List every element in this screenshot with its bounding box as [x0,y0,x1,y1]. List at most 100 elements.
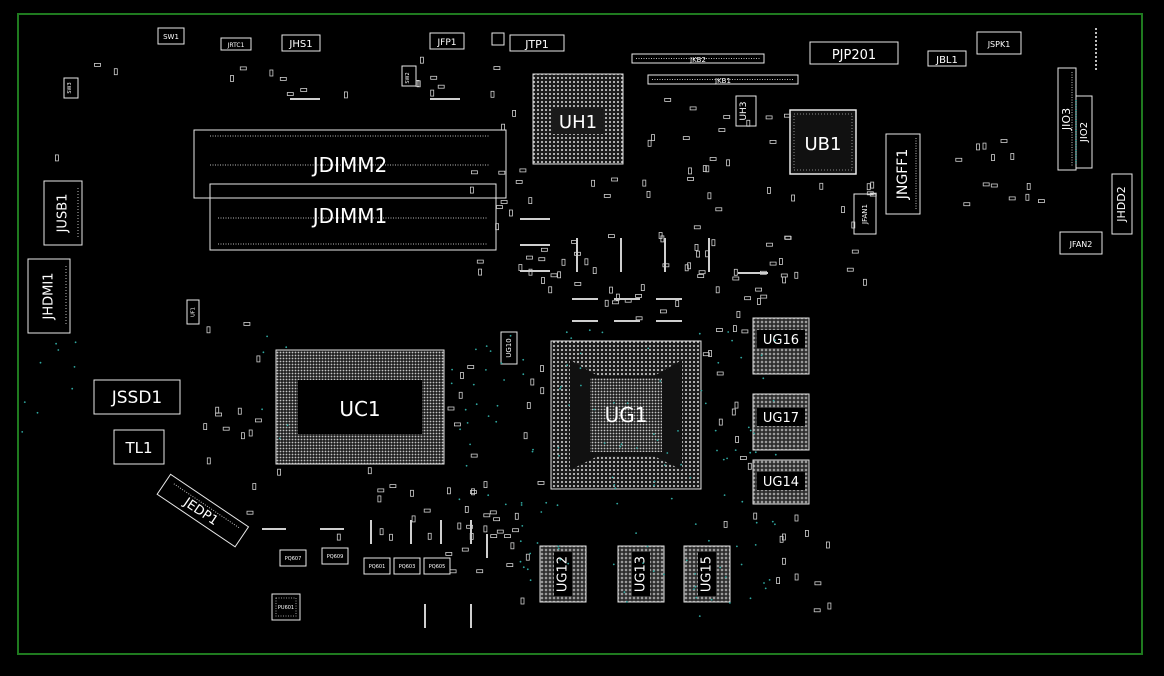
passive-part [647,139,652,147]
passive-part [519,168,527,173]
test-point [689,476,692,479]
test-point [36,411,39,414]
component-jkb2[interactable]: JKB2 [631,53,765,64]
component-ug16[interactable]: UG16 [752,317,810,375]
passive-part [664,98,672,102]
test-point [611,476,614,479]
component-jdimm1[interactable]: JDIMM1 [209,183,497,251]
passive-part [286,92,294,96]
passive-part [461,547,469,552]
component-jrtc1[interactable]: JRTC1 [220,37,252,51]
passive-part [990,183,998,188]
component-pjp201[interactable]: PJP201 [809,41,899,65]
component-jdimm2[interactable]: JDIMM2 [193,129,507,199]
test-point [593,408,596,411]
component-uh3[interactable]: UH3 [735,95,757,127]
test-point [646,545,649,548]
test-point [694,585,697,588]
component-small-connector[interactable] [491,32,505,46]
component-ug1[interactable]: UG1 [550,340,702,490]
ref-jspk1: JSPK1 [987,40,1011,49]
component-pq601[interactable]: PQ601 [363,557,391,575]
passive-bar [614,320,640,322]
passive-part [256,355,261,363]
component-jssd1[interactable]: JSSD1 [93,379,181,415]
passive-part [723,521,728,528]
component-jio3[interactable]: JIO3 [1057,67,1077,171]
passive-part [269,69,274,77]
passive-part [697,274,705,279]
passive-part [557,271,561,279]
ref-jhdd2: JHDD2 [1115,186,1128,222]
component-jngff1[interactable]: JNGFF1 [885,133,921,215]
component-jhs1[interactable]: JHS1 [281,34,321,52]
component-jhdd2[interactable]: JHDD2 [1111,173,1133,235]
component-jfan2[interactable]: JFAN2 [1059,231,1103,255]
passive-part [1026,182,1031,190]
component-jtp1[interactable]: JTP1 [509,34,565,52]
passive-part [731,408,736,416]
test-point [613,484,616,486]
ref-pu601: PU601 [278,605,294,611]
test-point [520,504,523,506]
component-pq603[interactable]: PQ603 [393,557,421,575]
test-point [731,339,733,342]
component-sw2[interactable]: SW2 [401,65,417,87]
test-point [722,458,725,461]
component-jkb1[interactable]: JKB1 [647,74,799,85]
component-jspk1[interactable]: JSPK1 [976,31,1022,55]
passive-part [449,569,457,574]
component-ug12[interactable]: UG12 [539,545,587,603]
component-uc1[interactable]: UC1 [275,349,445,465]
passive-part [766,242,773,247]
component-pu601[interactable]: PU601 [271,593,301,621]
component-ug13[interactable]: UG13 [617,545,665,603]
component-ug17[interactable]: UG17 [752,393,810,451]
passive-bar [576,238,578,272]
component-jfan1[interactable]: JFAN1 [853,193,877,235]
passive-part [445,552,453,556]
passive-part [526,255,533,260]
passive-part [377,488,385,493]
component-jusb1[interactable]: JUSB1 [43,180,83,246]
passive-part [203,423,208,431]
component-ub1[interactable]: UB1 [789,109,857,175]
test-point [729,602,731,604]
passive-part [526,402,531,409]
passive-part [767,186,771,194]
passive-part [982,142,987,150]
component-jedp1[interactable]: JEDP1 [156,473,250,548]
component-jfp1[interactable]: JFP1 [429,32,465,50]
component-ug15[interactable]: UG15 [683,545,731,603]
component-pq607[interactable]: PQ607 [279,549,307,567]
passive-part [493,517,501,522]
component-pq609[interactable]: PQ609 [321,547,349,565]
component-tl1[interactable]: TL1 [113,429,165,465]
test-point [663,573,665,576]
component-uh1[interactable]: UH1 [532,73,624,165]
passive-part [453,422,461,427]
test-point [613,401,615,404]
test-point [763,582,765,584]
test-point [772,399,775,402]
test-point [656,439,659,441]
passive-part [682,136,690,141]
component-ug10[interactable]: UG10 [500,331,518,365]
passive-part [863,278,867,286]
component-uf1[interactable]: UF1 [186,299,200,325]
component-jbl1[interactable]: JBL1 [927,50,967,67]
component-sw3[interactable]: SW3 [63,77,79,99]
component-ug14[interactable]: UG14 [752,459,810,505]
passive-bar [262,528,286,530]
test-point [626,402,629,405]
passive-part [612,300,619,305]
component-jio2[interactable]: JIO2 [1075,95,1093,169]
passive-part [410,489,414,497]
test-point [666,452,669,454]
passive-part [736,311,741,318]
component-jhdmi1[interactable]: JHDMI1 [27,258,71,334]
component-pq605[interactable]: PQ605 [423,557,451,575]
component-sw1[interactable]: SW1 [157,27,185,45]
passive-part [478,268,483,276]
test-point [57,349,60,351]
